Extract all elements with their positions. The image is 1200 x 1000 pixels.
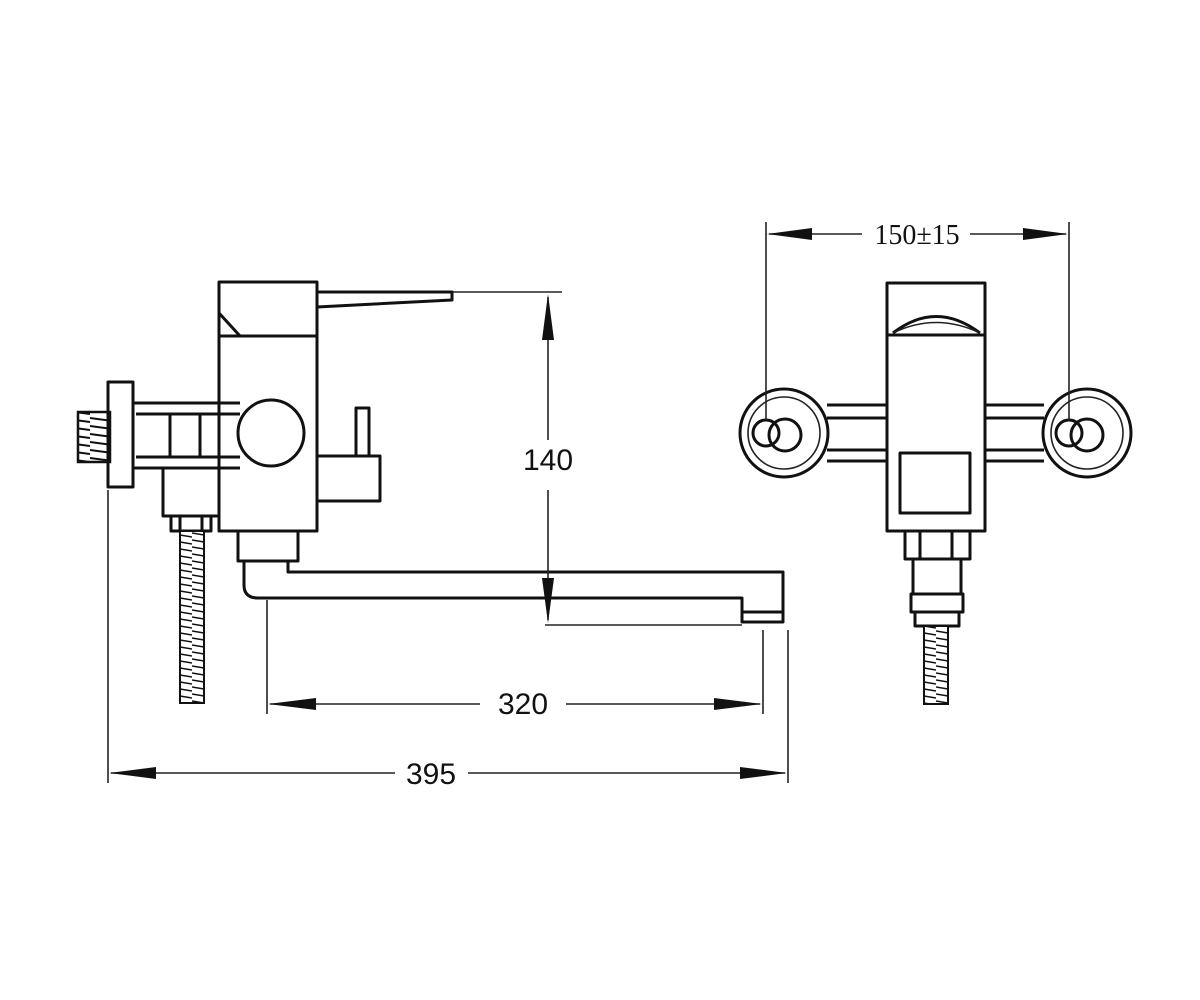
diverter-block xyxy=(315,454,382,503)
right-eccentric-circle xyxy=(1069,417,1105,453)
side-view xyxy=(76,280,785,704)
overall-length-dimension-label: 395 xyxy=(406,758,456,791)
diverter-boss xyxy=(161,466,221,518)
left-eccentric-circle xyxy=(767,417,803,453)
spout xyxy=(242,561,785,624)
lever-handle xyxy=(316,290,454,309)
front-fitting-lower xyxy=(909,592,965,614)
front-arms xyxy=(827,403,1044,463)
handle-curve xyxy=(892,315,981,335)
right-rosette xyxy=(1041,387,1133,479)
handle-cap xyxy=(217,280,319,338)
valve-body xyxy=(217,334,319,533)
front-fitting-upper xyxy=(903,529,972,561)
left-inlet-bolt xyxy=(751,418,781,448)
front-diverter-block xyxy=(898,451,972,515)
threaded-inlet xyxy=(76,410,112,464)
shower-hose xyxy=(179,530,205,704)
spout-base xyxy=(236,529,300,563)
wall-flange xyxy=(106,380,135,489)
left-rosette xyxy=(738,387,830,479)
right-inlet-bolt xyxy=(1054,418,1084,448)
dimension-lines: 140 320 395 150±15 xyxy=(107,220,1070,791)
front-fitting-middle xyxy=(911,557,963,596)
front-view xyxy=(738,281,1133,705)
front-fitting-nut xyxy=(913,610,961,628)
height-dimension-label: 140 xyxy=(523,444,573,477)
eccentric-knob xyxy=(236,398,306,468)
front-shower-hose xyxy=(923,625,949,705)
hose-nut xyxy=(169,514,213,533)
front-handle xyxy=(885,281,987,337)
spout-reach-dimension-label: 320 xyxy=(498,688,548,721)
center-distance-dimension-label: 150±15 xyxy=(874,220,959,251)
diverter-pin xyxy=(354,406,371,458)
connection-arm xyxy=(131,401,240,470)
